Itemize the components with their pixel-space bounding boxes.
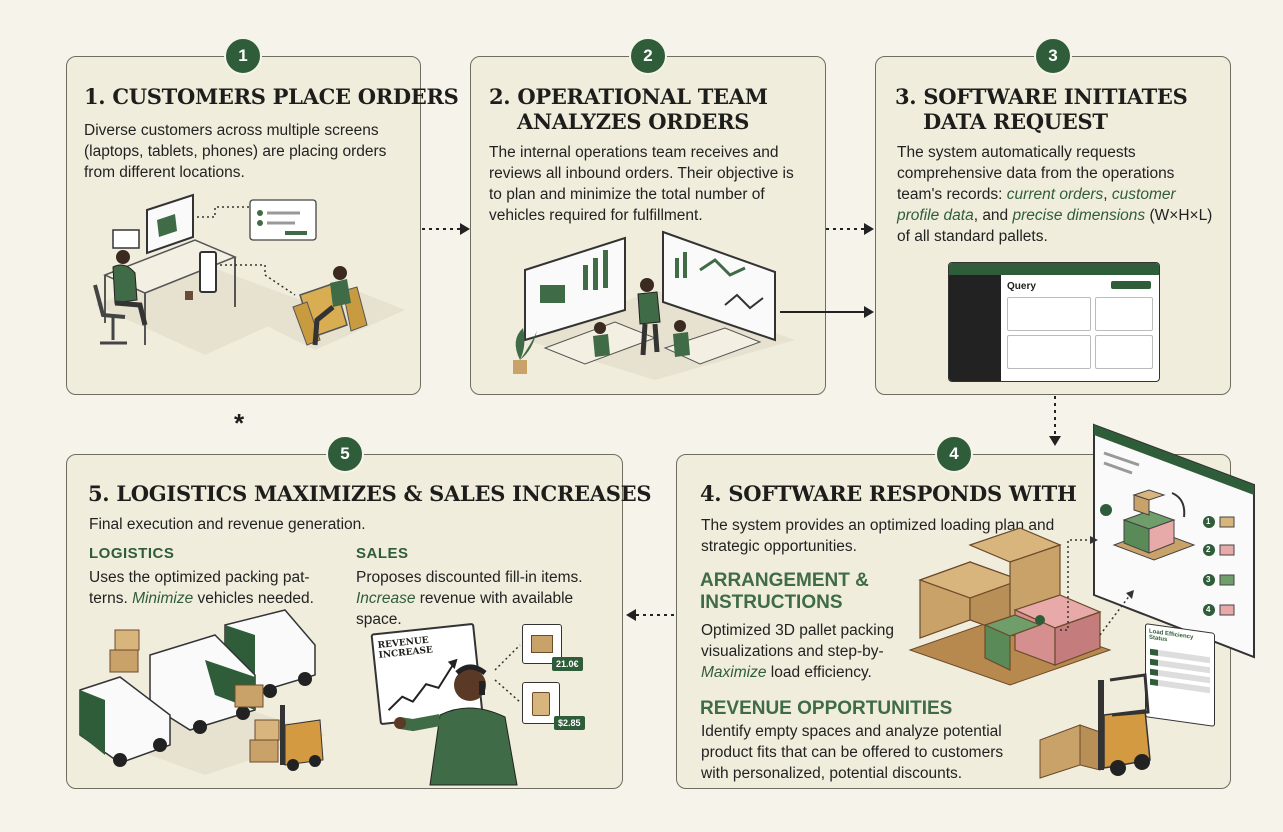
step-3-title: 3. SOFTWARE INITIATES DATA REQUEST bbox=[895, 84, 1188, 134]
arrangement-heading-line1: ARRANGEMENT & bbox=[700, 570, 869, 591]
logistics-text-main: Uses the optimized packing pat- terns. bbox=[89, 569, 310, 607]
arrow-3-to-4 bbox=[1049, 396, 1061, 446]
query-card bbox=[1095, 335, 1153, 369]
price-tag-1: 21.0€ bbox=[552, 657, 583, 671]
pallet-illustration bbox=[908, 527, 1112, 686]
step-3-description: The system automatically requests compre… bbox=[897, 142, 1217, 247]
query-window-sidebar bbox=[949, 275, 1001, 381]
arrangement-text: Optimized 3D pallet packing visualizatio… bbox=[701, 620, 916, 683]
salesperson-illustration bbox=[394, 664, 518, 786]
step-4-title: 4. SOFTWARE RESPONDS WITH bbox=[700, 481, 1077, 506]
step-5-title: 5. LOGISTICS MAXIMIZES & SALES INCREASES bbox=[88, 481, 652, 506]
arrow-2-to-3 bbox=[826, 223, 874, 235]
forklift-illustration bbox=[1039, 673, 1151, 779]
arrangement-maximize: Maximize bbox=[701, 664, 767, 681]
arrow-screen-to-3 bbox=[780, 306, 874, 318]
sales-heading: SALES bbox=[356, 545, 409, 562]
query-label: Query bbox=[1007, 281, 1036, 292]
step-4-badge: 4 bbox=[935, 435, 973, 473]
arrangement-heading-line2: INSTRUCTIONS bbox=[700, 592, 843, 613]
sales-connectors bbox=[494, 644, 521, 703]
step-label: 3 bbox=[1206, 575, 1211, 584]
price-tag-2: $2.85 bbox=[554, 716, 585, 730]
arrow-1-to-2 bbox=[422, 223, 470, 235]
step-2-title-line2: ANALYZES ORDERS bbox=[517, 109, 750, 134]
step-3-badge: 3 bbox=[1034, 37, 1072, 75]
step-label: 4 bbox=[1206, 605, 1211, 614]
asterisk-mark: * bbox=[234, 408, 245, 438]
step-3-customer-profile: customer profile data bbox=[897, 186, 1176, 224]
panel4-connectors bbox=[1060, 536, 1134, 636]
step-2-title-line1: 2. OPERATIONAL TEAM bbox=[489, 84, 768, 109]
step-1-description: Diverse customers across multiple screen… bbox=[84, 122, 387, 181]
step-3-desc-sep1: , bbox=[1103, 186, 1112, 203]
step-2-description: The internal operations team receives an… bbox=[489, 144, 794, 224]
customers-illustration bbox=[93, 193, 405, 355]
3d-packing-viewer bbox=[1093, 423, 1255, 659]
step-3-desc-end: (W×H×L) of all standard pallets. bbox=[897, 207, 1213, 245]
step-3-desc-sep2: , and bbox=[973, 207, 1013, 224]
logistics-heading: LOGISTICS bbox=[89, 545, 175, 562]
step-2-badge: 2 bbox=[629, 37, 667, 75]
arrangement-heading: ARRANGEMENT & INSTRUCTIONS bbox=[700, 570, 869, 614]
logistics-text-end: vehicles needed. bbox=[193, 590, 314, 607]
sales-text: Proposes discounted fill-in items. Incre… bbox=[356, 567, 621, 630]
step-1-panel bbox=[66, 56, 421, 395]
logistics-text: Uses the optimized packing pat- terns. M… bbox=[89, 567, 334, 609]
logistics-minimize: Minimize bbox=[132, 590, 194, 607]
arrangement-text-main: Optimized 3D pallet packing visualizatio… bbox=[701, 622, 894, 660]
step-label: 2 bbox=[1206, 545, 1211, 554]
query-card bbox=[1007, 297, 1091, 331]
step-5-description: Final execution and revenue generation. bbox=[89, 516, 366, 533]
step-1-badge: 1 bbox=[224, 37, 262, 75]
product-card-2 bbox=[522, 682, 560, 724]
step-5-badge: 5 bbox=[326, 435, 364, 473]
step-3-title-line1: 3. SOFTWARE INITIATES bbox=[895, 84, 1188, 109]
step-3-dimensions: precise dimensions bbox=[1012, 207, 1146, 224]
arrow-4-to-5 bbox=[626, 609, 674, 621]
operations-team-illustration bbox=[513, 230, 795, 380]
query-window-titlebar bbox=[949, 263, 1159, 275]
step-3-title-line2: DATA REQUEST bbox=[923, 109, 1108, 134]
step-label: 1 bbox=[1206, 517, 1211, 526]
step-3-desc-text: The system automatically requests compre… bbox=[897, 144, 1175, 203]
revenue-trend-chart bbox=[387, 658, 458, 711]
step-1-title: 1. CUSTOMERS PLACE ORDERS bbox=[84, 84, 459, 109]
revenue-heading: REVENUE OPPORTUNITIES bbox=[700, 698, 953, 719]
query-window: Query bbox=[948, 262, 1160, 382]
arrangement-text-end: load efficiency. bbox=[766, 664, 872, 681]
revenue-text: Identify empty spaces and analyze potent… bbox=[701, 723, 1004, 782]
query-card bbox=[1007, 335, 1091, 369]
sales-text-end: revenue with available space. bbox=[356, 590, 574, 628]
step-2-title: 2. OPERATIONAL TEAM ANALYZES ORDERS bbox=[489, 84, 768, 134]
query-card bbox=[1095, 297, 1153, 331]
product-box-icon bbox=[531, 635, 553, 653]
step-3-current-orders: current orders bbox=[1006, 186, 1104, 203]
revenue-board: REVENUE INCREASE bbox=[370, 622, 484, 726]
step-4-description: The system provides an optimized loading… bbox=[701, 517, 1055, 555]
product-bag-icon bbox=[532, 692, 550, 716]
vans-illustration bbox=[79, 609, 325, 775]
product-card-1 bbox=[522, 624, 562, 664]
query-run-button bbox=[1111, 281, 1151, 289]
sales-text-main: Proposes discounted fill-in items. bbox=[356, 569, 583, 586]
sales-increase: Increase bbox=[356, 590, 416, 607]
